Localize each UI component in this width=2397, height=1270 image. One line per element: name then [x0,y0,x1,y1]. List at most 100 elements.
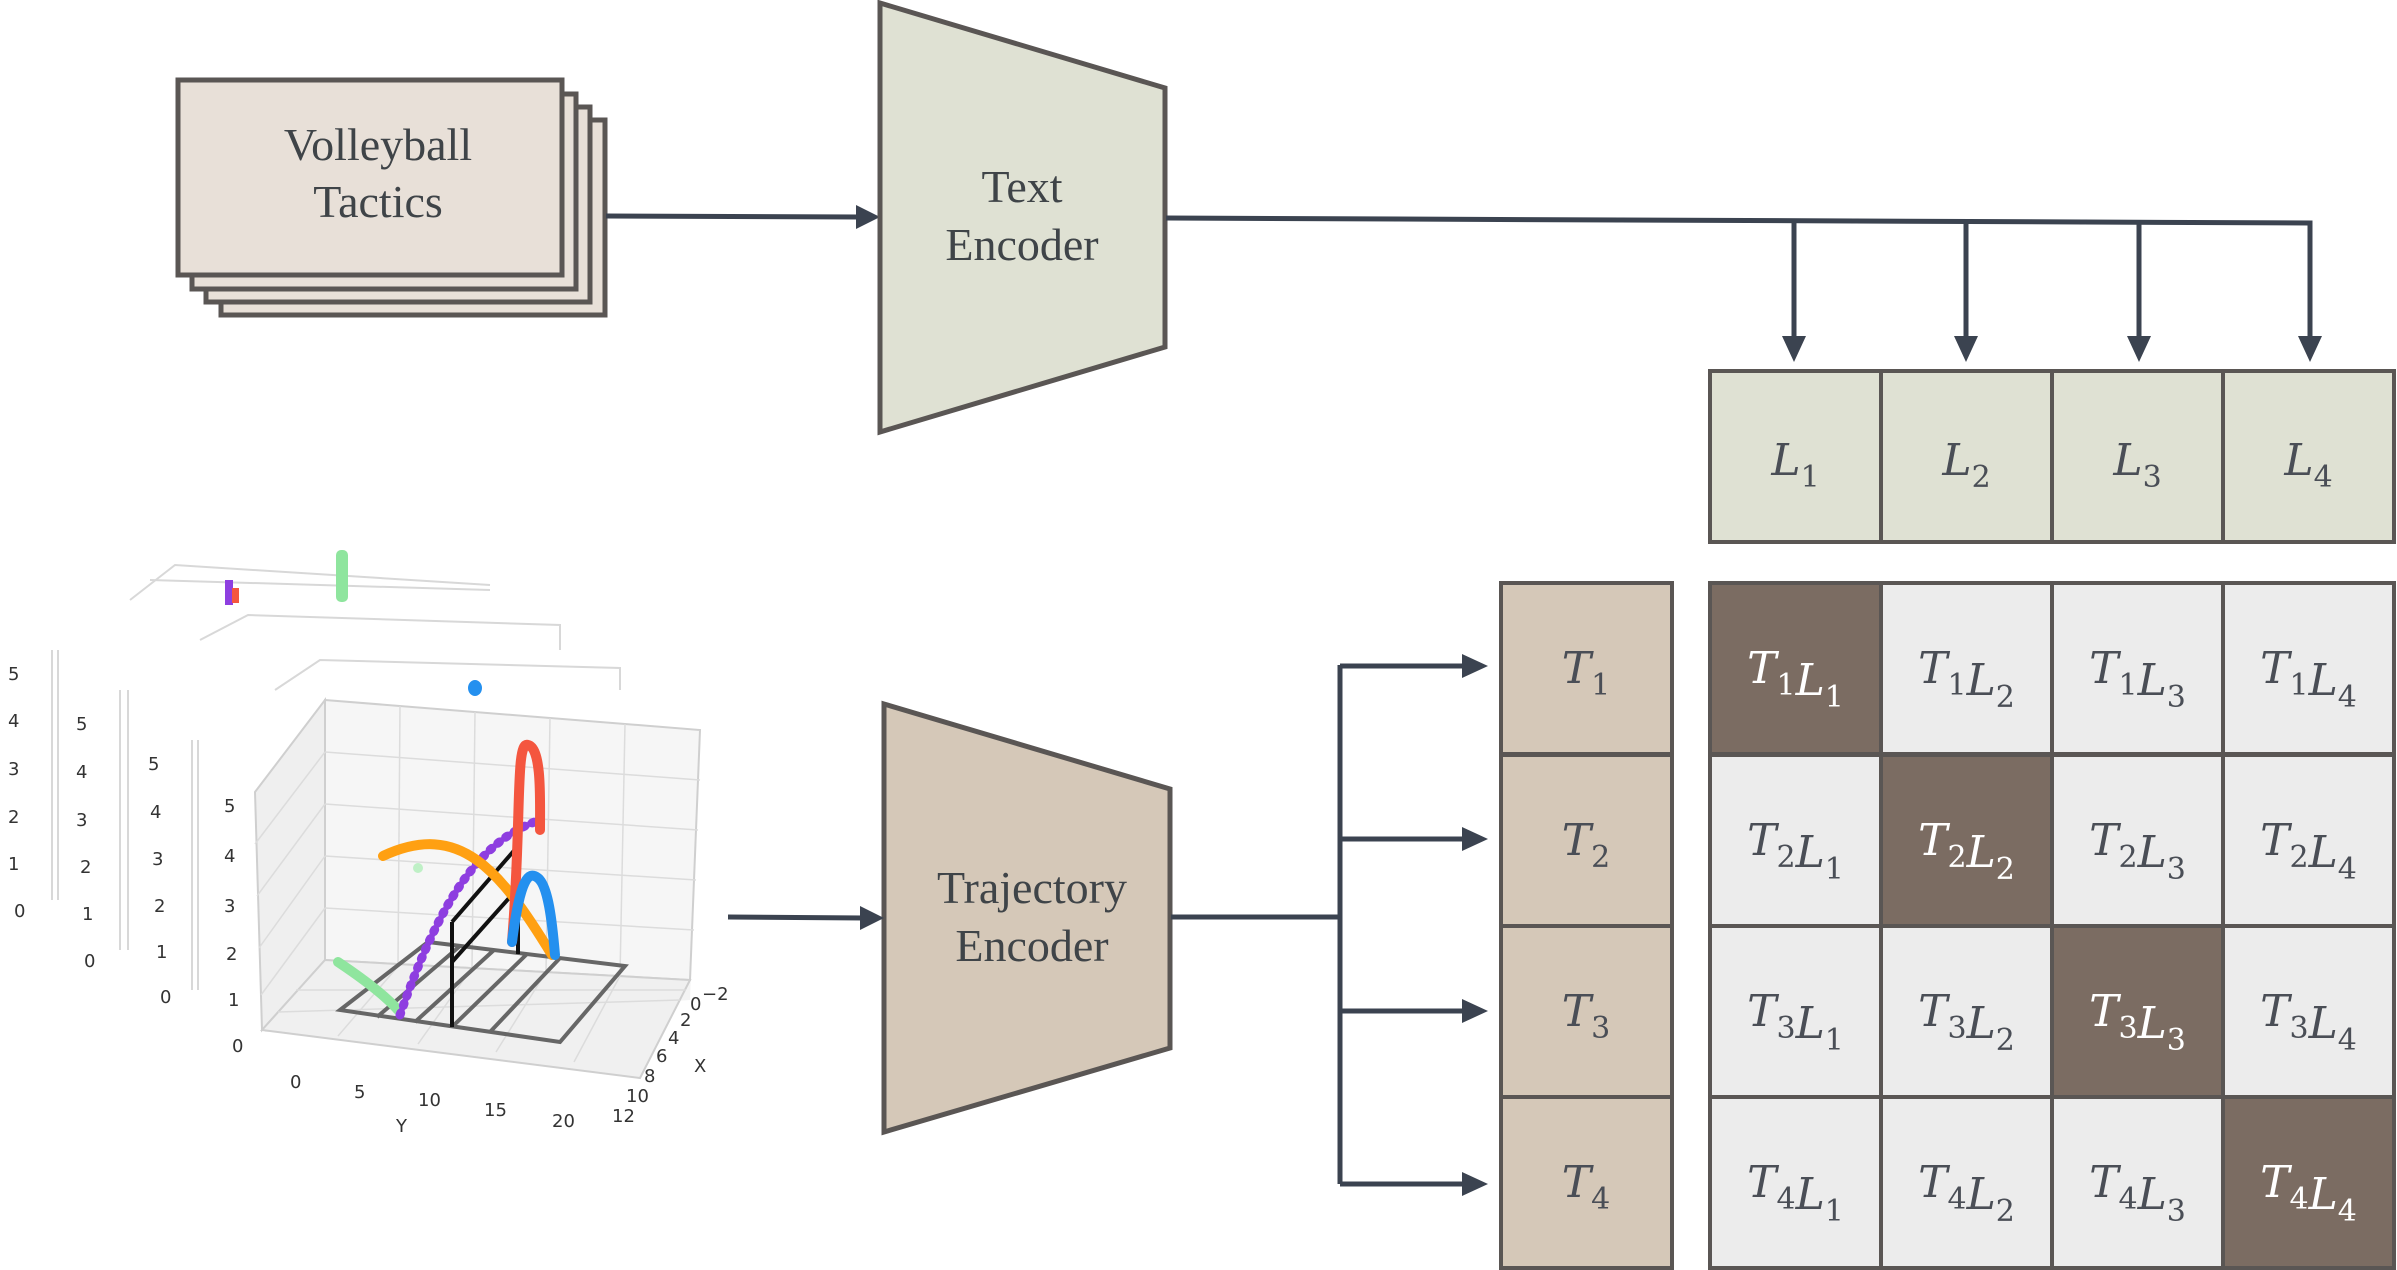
back-plot-1-z4: 4 [8,711,19,732]
similarity-label-1-3: T1L3 [2089,643,2186,715]
trajectory-encoder-label-line2: Encoder [955,920,1108,971]
back-plot-1-z5: 5 [8,664,19,685]
front-y15: 15 [484,1100,507,1121]
similarity-label-2-1: T2L1 [1747,815,1844,887]
back-plot-3-z2: 2 [154,896,165,917]
back-plot-2-z-ticks: 5 4 3 2 1 0 [76,714,95,972]
back-plot-1-z1: 1 [8,854,19,875]
front-x6: 6 [656,1046,667,1067]
front-y20: 20 [552,1111,575,1132]
back-plot-1-z-ticks: 5 4 3 2 1 0 [8,664,25,922]
front-x12: 12 [612,1106,635,1127]
similarity-cell-4-4 [2221,1095,2396,1270]
front-x10: 10 [626,1086,649,1107]
front-x-label: X [694,1056,706,1077]
front-z4: 4 [224,846,235,867]
back-plot-3-z3: 3 [152,849,163,870]
front-x4: 4 [668,1028,679,1049]
back-plot-3-z-ticks: 5 4 3 2 1 0 [148,754,171,1008]
similarity-cell-3-2 [1879,924,2054,1099]
trajectory-embedding-label-2: T2 [1562,815,1610,875]
similarity-cell-4-3 [2050,1095,2225,1270]
trajectory-embedding-label-1: T1 [1562,643,1610,703]
similarity-label-2-2: T2L2 [1918,815,2015,887]
back-plot-3-z1: 1 [156,942,167,963]
similarity-label-4-2: T4L2 [1918,1157,2015,1229]
text-embedding-cell-3 [2050,369,2225,544]
text-embedding-cell-2 [1879,369,2054,544]
front-y0: 0 [290,1072,301,1093]
tactics-card-stack: Volleyball Tactics [175,77,608,318]
similarity-cell-1-1 [1708,581,1883,756]
front-z3: 3 [224,896,235,917]
front-y-label: Y [395,1116,408,1137]
tactics-label-line1: Volleyball [284,119,472,170]
tactics-label-line2: Tactics [313,176,443,227]
trajectory-red [507,739,546,947]
trajectory-embedding-cell-2 [1499,753,1674,928]
text-embedding-label-2: L2 [1941,435,1990,495]
text-encoder: Text Encoder [877,0,1168,436]
back-plot-1-z2: 2 [8,807,19,828]
similarity-label-4-3: T4L3 [2089,1157,2186,1229]
back-plot-2-z5: 5 [76,714,87,735]
similarity-cell-2-1 [1708,753,1883,928]
text-embedding-label-3: L3 [2112,435,2161,495]
front-x0: 0 [690,994,701,1015]
trajectory-embedding-cell-4 [1499,1095,1674,1270]
front-z1: 1 [228,990,239,1011]
back-plot-green-mark [336,550,348,602]
front-z2: 2 [226,944,237,965]
arrow-plot-to-trajectory-encoder [727,906,884,930]
trajectory-encoder: Trajectory Encoder [881,700,1173,1136]
similarity-cell-2-2 [1879,753,2054,928]
text-embedding-arrows [1165,215,2313,340]
front-x8: 8 [644,1066,655,1087]
text-encoder-label-line1: Text [981,161,1062,212]
similarity-label-1-1: T1L1 [1747,643,1844,715]
text-encoder-label-line2: Encoder [945,219,1098,270]
similarity-label-4-4: T4L4 [2260,1157,2357,1229]
back-plot-3-z5: 5 [148,754,159,775]
back-plot-3-z0: 0 [160,987,171,1008]
similarity-label-2-3: T2L3 [2089,815,2186,887]
front-z5: 5 [224,796,235,817]
back-plot-2 [119,613,561,950]
green-dot [413,863,423,873]
front-plot-x-ticks: 12 10 8 6 4 2 0 −2 X [612,984,729,1127]
front-plot-y-ticks: 0 5 10 15 20 Y [290,1072,575,1137]
similarity-label-2-4: T2L4 [2260,815,2357,887]
back-plot-2-z1: 1 [82,904,93,925]
trajectory-embedding-cell-3 [1499,924,1674,1099]
similarity-label-3-3: T3L3 [2089,986,2186,1058]
back-plot-blue-mark [468,680,482,696]
back-plot-2-z2: 2 [80,857,91,878]
text-embedding-cell-4 [2221,369,2396,544]
trajectory-orange [378,839,557,960]
back-plot-red-mark [232,588,239,603]
text-embedding-arrowheads [1782,336,2322,362]
similarity-matrix: T1L1T1L2T1L3T1L4T2L1T2L2T2L3T2L4T3L1T3L2… [1708,581,2396,1270]
similarity-label-1-2: T1L2 [1918,643,2015,715]
text-embedding-label-4: L4 [2283,435,2332,495]
back-plot-2-z3: 3 [76,810,87,831]
back-plot-purple-mark [225,580,233,605]
back-plot-3-z4: 4 [150,802,161,823]
front-x-minus2: −2 [702,984,729,1005]
trajectory-embedding-arrows [1171,663,1466,1187]
front-z0: 0 [232,1036,243,1057]
similarity-label-3-4: T3L4 [2260,986,2357,1058]
trajectory-embedding-label-3: T3 [1562,986,1610,1046]
trajectory-embedding-arrowheads [1462,654,1488,1196]
front-y5: 5 [354,1082,365,1103]
front-x2: 2 [680,1010,691,1031]
front-y10: 10 [418,1090,441,1111]
front-plot-z-ticks: 5 4 3 2 1 0 [224,796,243,1057]
similarity-label-1-4: T1L4 [2260,643,2357,715]
similarity-label-3-1: T3L1 [1747,986,1844,1058]
similarity-label-4-1: T4L1 [1747,1157,1844,1229]
back-plot-1-z0: 0 [14,901,25,922]
back-plot-3 [191,658,621,990]
